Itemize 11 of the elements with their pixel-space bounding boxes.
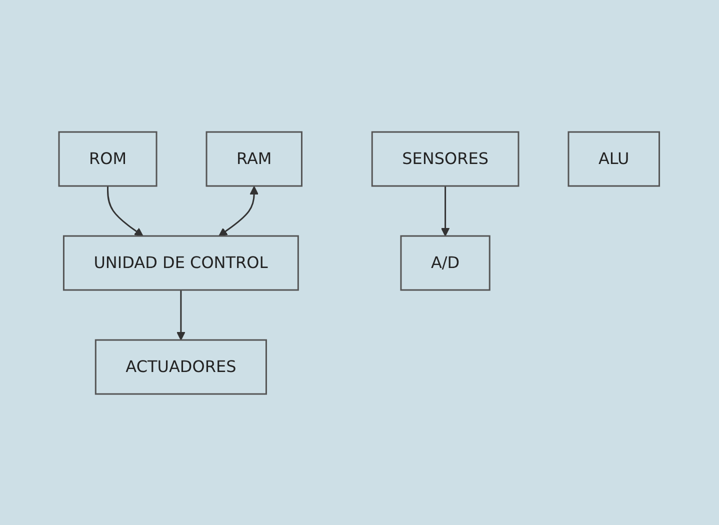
node-box: ACTUADORES bbox=[95, 338, 268, 394]
node-box: UNIDAD DE CONTROL bbox=[63, 234, 300, 290]
node-box: SENSORES bbox=[372, 130, 520, 186]
node-box: ALU bbox=[568, 130, 660, 186]
node-box: ROM bbox=[58, 130, 158, 186]
arrow bbox=[441, 186, 450, 236]
arrow bbox=[176, 290, 186, 340]
node-box: A/D bbox=[400, 234, 491, 290]
node-box: RAM bbox=[206, 130, 303, 186]
arrow bbox=[107, 186, 144, 236]
arrow bbox=[218, 186, 259, 236]
